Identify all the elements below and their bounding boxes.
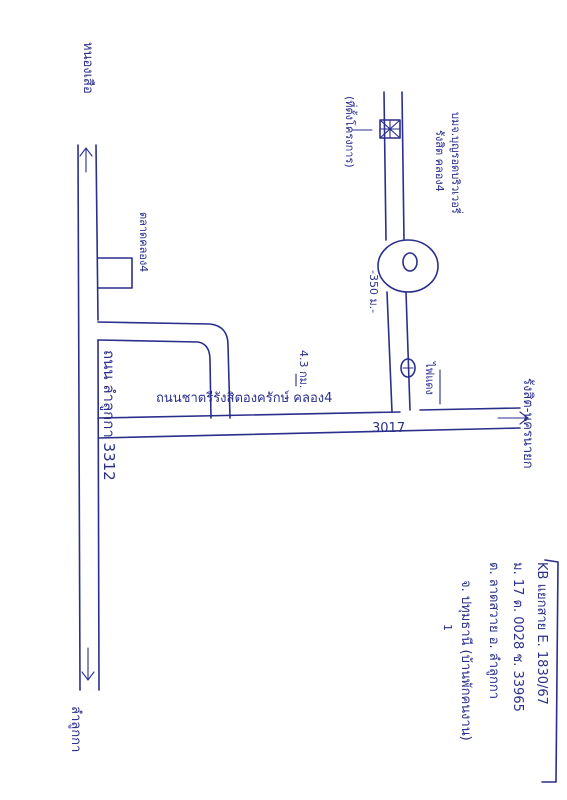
roundabout-outer — [377, 239, 439, 293]
branch-road-top-edge — [97, 321, 231, 419]
road-3017-top-edge — [97, 407, 521, 419]
landmark-x-icon — [379, 119, 401, 139]
market-outline — [97, 257, 133, 289]
branch-road-inner-edge — [97, 339, 212, 419]
branch-road — [97, 321, 231, 419]
arrow-south-icon — [81, 647, 95, 681]
roundabout-inner — [402, 252, 418, 272]
traffic-light-label: ไฟแดง — [423, 361, 436, 395]
arrow-north-icon — [79, 147, 93, 173]
distance-long-label: 4.3 กม. — [297, 350, 310, 388]
arrow-east-icon — [497, 411, 529, 425]
address-line-5: 1 — [441, 624, 454, 631]
address-block: KB แยกสาย E. 1830/67 ม. 17 ต. 0028 ช. 33… — [441, 559, 559, 783]
north-destination-label: หนองเสือ — [80, 42, 96, 94]
address-bracket — [541, 559, 559, 783]
side-road-right-edge — [401, 91, 411, 411]
market-box — [97, 257, 133, 289]
landmark-label-line2: รังสิต คลอง4 — [433, 130, 446, 192]
road-3017 — [97, 407, 529, 439]
side-road-left-edge — [383, 91, 393, 413]
distance-short-label: -350 ม.- — [367, 270, 380, 313]
landmark-box — [351, 119, 401, 139]
address-line-2: ม. 17 ต. 0028 ช. 33965 — [510, 562, 525, 712]
highway-3312-label: ถนน ลำลูกกา 3312 — [100, 350, 118, 481]
highway-left-edge — [77, 144, 81, 691]
highway-right-edge — [95, 144, 100, 691]
south-destination-label: ลำลูกกา — [68, 706, 83, 752]
landmark-label-line1: บมจ.บุญรอดบริวเวอรี่ — [449, 112, 464, 214]
highway-3312 — [77, 144, 100, 691]
traffic-light-icon — [400, 358, 416, 378]
address-line-1: KB แยกสาย E. 1830/67 — [534, 562, 549, 705]
road-3017-bottom-edge — [98, 427, 521, 439]
project-pin-label: (ที่ตั้งโครงการ) — [343, 96, 358, 168]
east-destination-label: รังสิต-นครนายก — [520, 378, 535, 469]
address-line-3: ต. ลาดสวาย อ. ลำลูกกา — [486, 562, 501, 699]
road-number-label: 3017 — [372, 421, 405, 436]
market-label: ตลาดคลอง4 — [137, 212, 150, 272]
address-line-4: จ. ปทุมธานี (บ้านพักคนงาน) — [458, 580, 474, 741]
road-3017-label: ถนนชาตรีรังสิตองครักษ์ คลอง4 — [156, 390, 332, 406]
side-road — [377, 91, 439, 413]
